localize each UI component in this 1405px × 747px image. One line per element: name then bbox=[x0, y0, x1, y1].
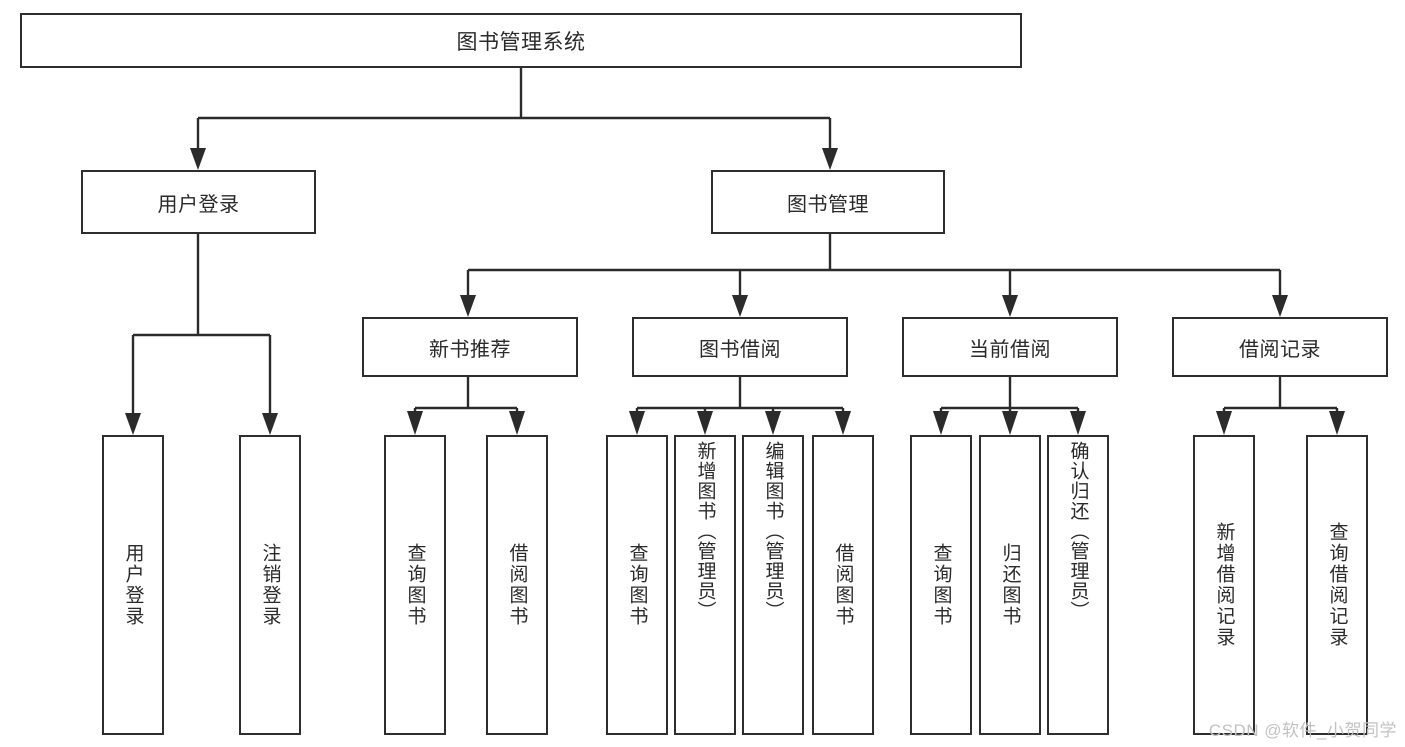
leaf-user-login[interactable]: 用户登录 bbox=[102, 435, 164, 735]
arrow-current-borrow bbox=[1002, 295, 1018, 317]
leaf-current-return-book[interactable]: 归还图书 bbox=[979, 435, 1041, 735]
node-label: 用户登录 bbox=[157, 193, 240, 216]
node-user-login[interactable]: 用户登录 bbox=[81, 170, 316, 234]
arrow-book-manage bbox=[822, 148, 838, 170]
arrow-borrow-leaf-1 bbox=[629, 411, 645, 435]
node-label: 当前借阅 bbox=[969, 338, 1051, 361]
arrow-new-leaf-1 bbox=[407, 411, 423, 435]
arrow-borrow-leaf-3 bbox=[765, 411, 781, 435]
arrow-borrow-record bbox=[1272, 295, 1288, 317]
node-label: 编辑图书（管理员） bbox=[762, 441, 784, 621]
node-label: 借阅图书 bbox=[832, 543, 854, 627]
leaf-record-query-record[interactable]: 查询借阅记录 bbox=[1306, 435, 1368, 735]
arrow-leaf-user-login bbox=[125, 413, 141, 435]
node-label: 注销登录 bbox=[259, 543, 281, 627]
leaf-borrow-add-book-admin[interactable]: 新增图书（管理员） bbox=[674, 435, 736, 735]
node-book-management[interactable]: 图书管理 bbox=[711, 170, 945, 234]
node-label: 查询借阅记录 bbox=[1326, 522, 1348, 648]
node-label: 查询图书 bbox=[404, 543, 426, 627]
node-new-book-recommend[interactable]: 新书推荐 bbox=[362, 317, 578, 377]
node-label: 归还图书 bbox=[999, 543, 1021, 627]
node-label: 图书管理 bbox=[787, 193, 869, 216]
node-label: 新书推荐 bbox=[429, 338, 511, 361]
csdn-watermark: CSDN @软件_小贺同学 bbox=[1208, 721, 1397, 740]
arrow-new-leaf-2 bbox=[509, 411, 525, 435]
node-label: 图书借阅 bbox=[699, 338, 781, 361]
arrow-current-leaf-2 bbox=[1002, 411, 1018, 435]
leaf-record-add-record[interactable]: 新增借阅记录 bbox=[1193, 435, 1255, 735]
leaf-borrow-borrow-book[interactable]: 借阅图书 bbox=[812, 435, 874, 735]
node-borrow-record[interactable]: 借阅记录 bbox=[1172, 317, 1388, 377]
leaf-logout[interactable]: 注销登录 bbox=[239, 435, 301, 735]
arrow-new-book bbox=[460, 295, 476, 317]
leaf-current-query-book[interactable]: 查询图书 bbox=[910, 435, 972, 735]
arrow-record-leaf-2 bbox=[1329, 411, 1345, 435]
leaf-borrow-edit-book-admin[interactable]: 编辑图书（管理员） bbox=[742, 435, 804, 735]
arrow-book-borrow bbox=[732, 295, 748, 317]
leaf-borrow-query-book[interactable]: 查询图书 bbox=[606, 435, 668, 735]
arrow-current-leaf-1 bbox=[933, 411, 949, 435]
node-label: 借阅记录 bbox=[1239, 338, 1321, 361]
arrow-user-login bbox=[190, 148, 206, 170]
arrow-record-leaf-1 bbox=[1216, 411, 1232, 435]
node-current-borrow[interactable]: 当前借阅 bbox=[902, 317, 1118, 377]
node-label: 借阅图书 bbox=[506, 543, 528, 627]
node-label: 图书管理系统 bbox=[456, 30, 586, 54]
node-label: 新增借阅记录 bbox=[1213, 522, 1235, 648]
arrow-borrow-leaf-2 bbox=[697, 411, 713, 435]
node-label: 用户登录 bbox=[122, 543, 144, 627]
node-book-borrow[interactable]: 图书借阅 bbox=[632, 317, 848, 377]
arrow-leaf-logout bbox=[262, 413, 278, 435]
node-root-library-system[interactable]: 图书管理系统 bbox=[20, 13, 1022, 68]
node-label: 查询图书 bbox=[626, 543, 648, 627]
leaf-current-confirm-return-admin[interactable]: 确认归还（管理员） bbox=[1047, 435, 1109, 735]
leaf-new-borrow-book[interactable]: 借阅图书 bbox=[486, 435, 548, 735]
node-label: 确认归还（管理员） bbox=[1067, 441, 1089, 621]
node-label: 新增图书（管理员） bbox=[694, 441, 716, 621]
node-label: 查询图书 bbox=[930, 543, 952, 627]
arrow-borrow-leaf-4 bbox=[835, 411, 851, 435]
leaf-new-query-book[interactable]: 查询图书 bbox=[384, 435, 446, 735]
arrow-current-leaf-3 bbox=[1070, 411, 1086, 435]
